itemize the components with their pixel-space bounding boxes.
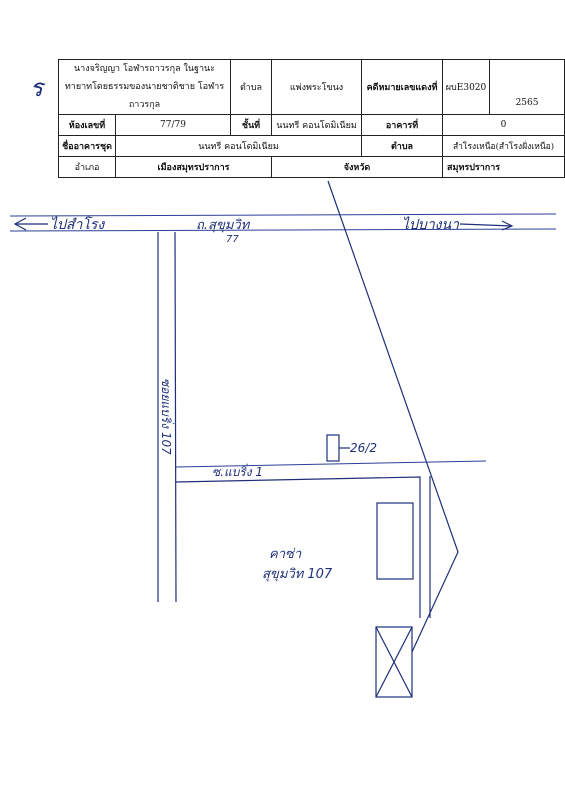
tower-label-1: คาซ่า [269, 547, 302, 562]
deed-number-label: คดีหมายเลขแดงที่ [361, 59, 444, 115]
owner-name-cell: นางจริญญา โอฬารถาวรกุล ในฐานะทายาทโดยธรร… [57, 59, 232, 115]
branch-soi-label: ซ.แบริ่ง 1 [212, 463, 263, 479]
left-arrow-label: ไปสำโรง [50, 216, 105, 233]
branch-soi-bottom-line [175, 476, 421, 618]
right-arrow-label: ไปบางนา [402, 216, 460, 233]
tambon-label: ตำบล [230, 59, 273, 115]
margin-mark: ร [30, 74, 46, 102]
main-road-label: ถ.สุขุมวิท [196, 218, 251, 233]
left-arrow-icon [13, 217, 48, 231]
marker-label: 26/2 [350, 441, 377, 455]
right-arrow-icon [459, 220, 514, 231]
main-road-bottom-line [9, 228, 557, 232]
deed-year: 2565 [489, 59, 565, 115]
soi-vertical-label: ซอยแบริ่ง 107 [159, 378, 175, 455]
main-road-sub-label: 77 [226, 234, 239, 245]
tower-building [376, 502, 414, 580]
province-value: สมุทรปราการ [442, 156, 565, 178]
marker-box [326, 434, 340, 462]
district-label: อำเภอ [58, 156, 116, 178]
deed-table: นางจริญญา โอฬารถาวรกุล ในฐานะทายาทโดยธรร… [57, 59, 565, 178]
tambon-value: แพ่งพระโขนง [271, 59, 363, 115]
branch-soi-top-line [175, 460, 487, 468]
tower-label-2: สุขุมวิท 107 [262, 567, 333, 582]
soi-right-line [174, 231, 177, 603]
main-road-top-line [9, 213, 557, 217]
pointer-line [327, 180, 459, 653]
district-value: เมืองสมุทรปราการ [114, 156, 273, 178]
target-location-box [375, 626, 413, 698]
